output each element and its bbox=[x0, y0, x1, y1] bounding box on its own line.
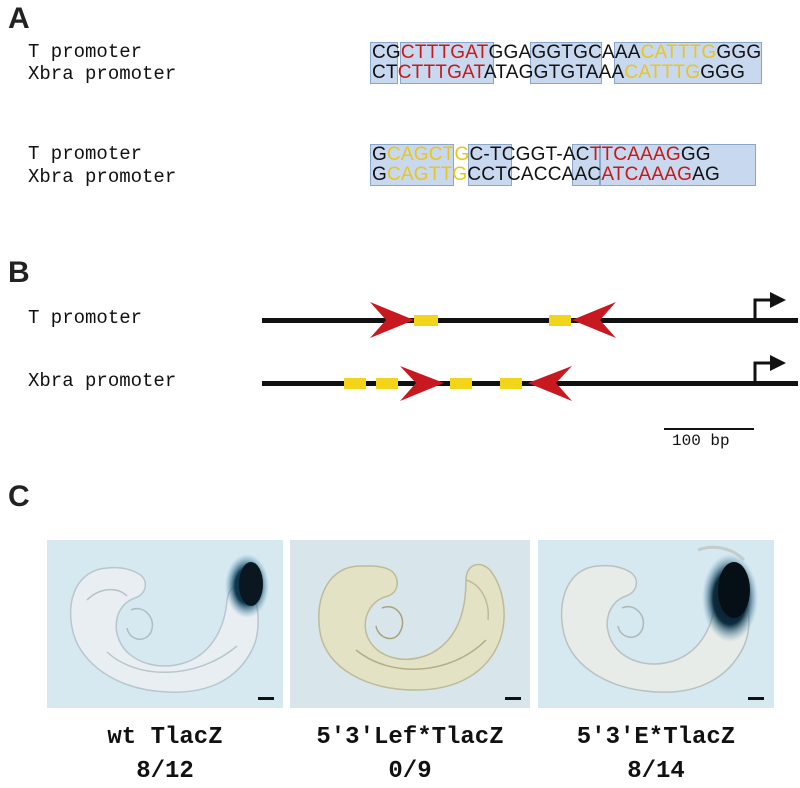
ebox-marker bbox=[414, 315, 438, 326]
sequence-segment: GG bbox=[680, 144, 711, 165]
transcription-start-icon bbox=[753, 298, 770, 318]
ebox-marker bbox=[549, 315, 571, 326]
sequence-segment: G bbox=[372, 164, 387, 185]
b-xbra-promoter-label: Xbra promoter bbox=[28, 370, 177, 392]
caption-ebox-mutant: 5'3'E*TlacZ bbox=[576, 724, 736, 751]
photo-scale-bar bbox=[258, 697, 274, 700]
alignment-box-a1-left bbox=[370, 42, 398, 84]
scale-bar-label: 100 bp bbox=[672, 432, 730, 450]
sequence-segment: C-TCGGT-AC bbox=[469, 144, 590, 165]
lef-site-arrow-right bbox=[370, 302, 414, 338]
ebox-marker bbox=[450, 378, 472, 389]
sequence-segment: CTTTGAT bbox=[397, 62, 484, 83]
scale-bar bbox=[664, 428, 754, 430]
sequence-segment: GGG bbox=[700, 62, 746, 83]
photo-scale-bar bbox=[748, 697, 764, 700]
alignment-box-a2-ac bbox=[572, 144, 600, 186]
a1-t-sequence: CGCTTTGATGGAGGTGCAAACATTTGGGG bbox=[372, 42, 761, 64]
alignment-box-a1-ebox bbox=[614, 42, 762, 84]
b-t-promoter-label: T promoter bbox=[28, 307, 143, 329]
embryo-illustration bbox=[69, 554, 269, 693]
embryo-illustration bbox=[318, 563, 505, 691]
sequence-segment: CAGTTG bbox=[386, 164, 468, 185]
panel-label-a: A bbox=[8, 2, 30, 35]
a2-t-promoter-label: T promoter bbox=[28, 143, 143, 165]
panel-label-b: B bbox=[8, 256, 30, 289]
caption-lef-mutant: 5'3'Lef*TlacZ bbox=[316, 724, 504, 751]
lef-site-arrow-right bbox=[400, 366, 444, 401]
sequence-segment: CCTCACCAAC bbox=[467, 164, 602, 185]
sequence-segment: CT bbox=[372, 62, 398, 83]
a1-t-promoter-label: T promoter bbox=[28, 41, 143, 63]
a2-t-sequence: GCAGCTGC-TCGGT-ACTTCAAAGGG bbox=[372, 144, 711, 166]
lef-site-arrow-left bbox=[572, 302, 616, 338]
alignment-box-a2-ebox bbox=[370, 144, 454, 186]
embryo-photo-ebox-mutant bbox=[538, 540, 774, 708]
sequence-segment: CATTTG bbox=[624, 62, 701, 83]
a1-xbra-promoter-label: Xbra promoter bbox=[28, 63, 177, 85]
sequence-segment: CG bbox=[372, 42, 401, 63]
ebox-marker bbox=[500, 378, 522, 389]
caption-wt-tlacz: wt TlacZ bbox=[107, 724, 223, 751]
photo-scale-bar bbox=[505, 697, 521, 700]
sequence-segment: AG bbox=[692, 164, 720, 185]
alignment-box-a2-lef-site bbox=[600, 144, 756, 186]
sequence-segment: AGGTGCAAA bbox=[518, 42, 641, 63]
promoter-diagram bbox=[262, 292, 798, 401]
sequence-segment: ATCAAAG bbox=[601, 164, 693, 185]
count-wt-tlacz: 8/12 bbox=[136, 758, 194, 785]
transcription-arrowhead-icon bbox=[770, 292, 786, 308]
alignment-box-a2-mid bbox=[468, 144, 512, 186]
sequence-segment: GGG bbox=[716, 42, 762, 63]
ebox-marker bbox=[344, 378, 366, 389]
alignment-box-a1-mid bbox=[530, 42, 602, 84]
count-ebox-mutant: 8/14 bbox=[627, 758, 685, 785]
sequence-segment: G bbox=[372, 144, 387, 165]
embryo-photo-lef-mutant bbox=[290, 540, 530, 708]
transcription-arrowhead-icon bbox=[770, 355, 786, 371]
sequence-segment: CTTTGAT bbox=[400, 42, 489, 63]
a1-xbra-sequence: CTCTTTGATATAGGTGTAAACATTTGGGG bbox=[372, 62, 745, 84]
panel-label-c: C bbox=[8, 480, 30, 513]
lef-site-arrow-left bbox=[528, 366, 572, 401]
t-promoter-line bbox=[262, 318, 798, 323]
ebox-marker bbox=[376, 378, 398, 389]
transcription-start-icon bbox=[753, 361, 770, 381]
sequence-segment: CATTTG bbox=[640, 42, 717, 63]
alignment-box-a1-lef-site bbox=[400, 42, 494, 84]
embryo-illustration bbox=[560, 545, 758, 693]
count-lef-mutant: 0/9 bbox=[388, 758, 432, 785]
sequence-segment: TTCAAAG bbox=[589, 144, 681, 165]
sequence-segment: AT bbox=[483, 62, 506, 83]
sequence-segment: AGGTGTAAA bbox=[505, 62, 625, 83]
sequence-segment: CAGCTG bbox=[386, 144, 470, 165]
a2-xbra-sequence: GCAGTTGCCTCACCAACATCAAAGAG bbox=[372, 164, 720, 186]
sequence-segment: GG bbox=[488, 42, 519, 63]
a2-xbra-promoter-label: Xbra promoter bbox=[28, 166, 177, 188]
embryo-photo-wt-tlacz bbox=[47, 540, 283, 708]
